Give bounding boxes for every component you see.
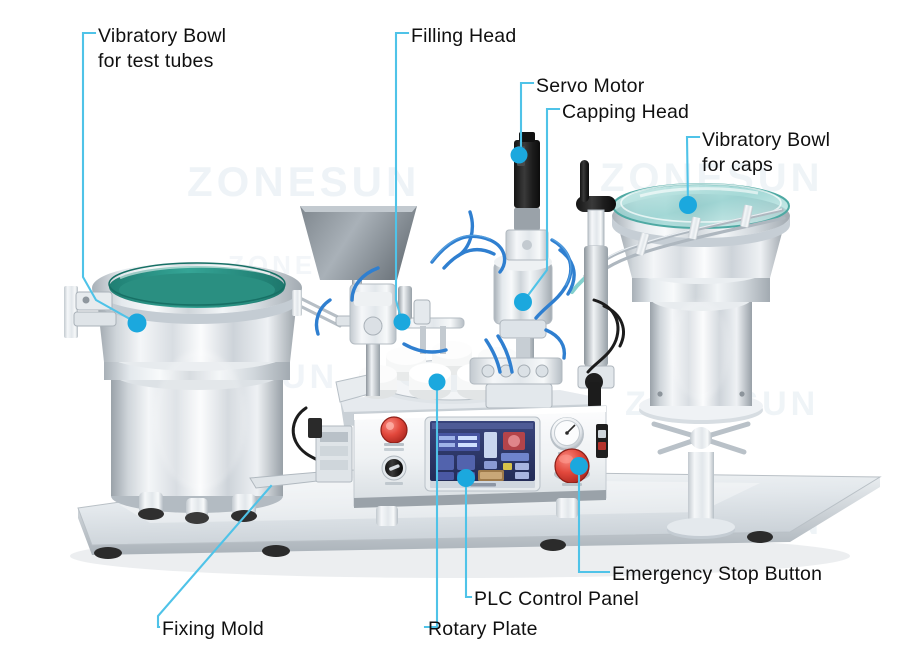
annotation-label-emergency-stop-button: Emergency Stop Button — [612, 563, 823, 585]
annotation-label-vibratory-bowl-test-tubes: Vibratory Bowl for test tubes — [98, 25, 227, 72]
hmi-touchscreen-art — [424, 416, 541, 492]
power-cables — [291, 298, 625, 464]
electrical-box — [308, 418, 353, 483]
annotation-label-filling-head: Filling Head — [411, 25, 517, 47]
annotation-label-plc-control-panel: PLC Control Panel — [474, 588, 639, 610]
selector-knob-art — [381, 455, 407, 485]
pneumatic-tubing — [314, 210, 576, 374]
annotation-label-rotary-plate: Rotary Plate — [428, 618, 538, 640]
capping-head-art — [469, 250, 563, 409]
handwheel — [576, 160, 616, 389]
start-button-art — [380, 416, 408, 451]
filling-head-art — [349, 283, 465, 396]
plc-control-cabinet — [353, 405, 608, 526]
servo-motor-art — [505, 132, 549, 261]
annotation-label-capping-head: Capping Head — [562, 101, 690, 123]
watermark: ZONESUN — [187, 158, 421, 205]
annotation-label-fixing-mold: Fixing Mold — [162, 618, 264, 640]
annotation-label-servo-motor: Servo Motor — [536, 75, 645, 97]
annotation-label-vibratory-bowl-caps: Vibratory Bowl for caps — [702, 129, 831, 176]
